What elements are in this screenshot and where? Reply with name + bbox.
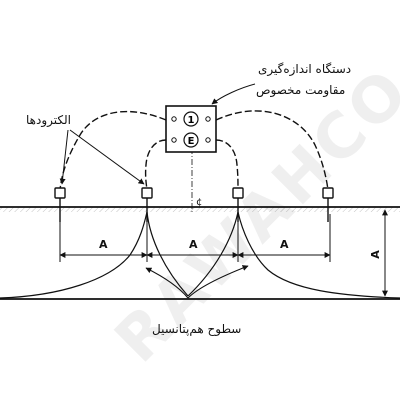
electrode-4 — [322, 187, 334, 222]
equipotential-curve-center-left — [146, 211, 189, 297]
terminal-1-label: 1 — [188, 115, 195, 126]
electrode-2 — [141, 187, 153, 222]
electrodes — [54, 187, 334, 222]
wire-inner-right — [215, 139, 239, 191]
depth-label: A — [368, 250, 382, 259]
electrodes-pointer — [59, 129, 145, 185]
measuring-instrument: 1 E — [165, 105, 217, 153]
spacing-label-2: A — [189, 238, 198, 251]
depth-dimension — [370, 206, 392, 300]
equipotential-surfaces-label: سطوح هم‌پتانسیل — [152, 322, 242, 336]
equipotential-curve-left — [0, 211, 148, 299]
device-pointer — [211, 83, 256, 105]
wire-outer-left — [59, 110, 167, 191]
spacing-label-1: A — [99, 238, 108, 251]
electrodes-label: الکترودها — [26, 113, 71, 127]
electrode-1 — [54, 187, 66, 222]
wire-outer-right — [215, 110, 329, 191]
arrow-to-left-curve — [145, 267, 189, 299]
centerline-label: ¢ — [196, 197, 202, 208]
device-label-line1: دستگاه اندازه‌گیری — [258, 62, 352, 76]
wires — [59, 110, 329, 191]
arrow-to-right-curve — [187, 265, 249, 299]
device-label-line2: مقاومت مخصوص — [256, 83, 346, 97]
terminal-2-label: E — [188, 136, 195, 147]
equipotential-curve-center-right — [187, 211, 239, 297]
ground-surface — [0, 206, 400, 212]
equipotential-curve-right — [237, 211, 400, 299]
electrode-3 — [232, 187, 244, 222]
label-arrows — [145, 265, 249, 299]
wire-inner-left — [144, 139, 167, 191]
spacing-label-3: A — [280, 238, 289, 251]
